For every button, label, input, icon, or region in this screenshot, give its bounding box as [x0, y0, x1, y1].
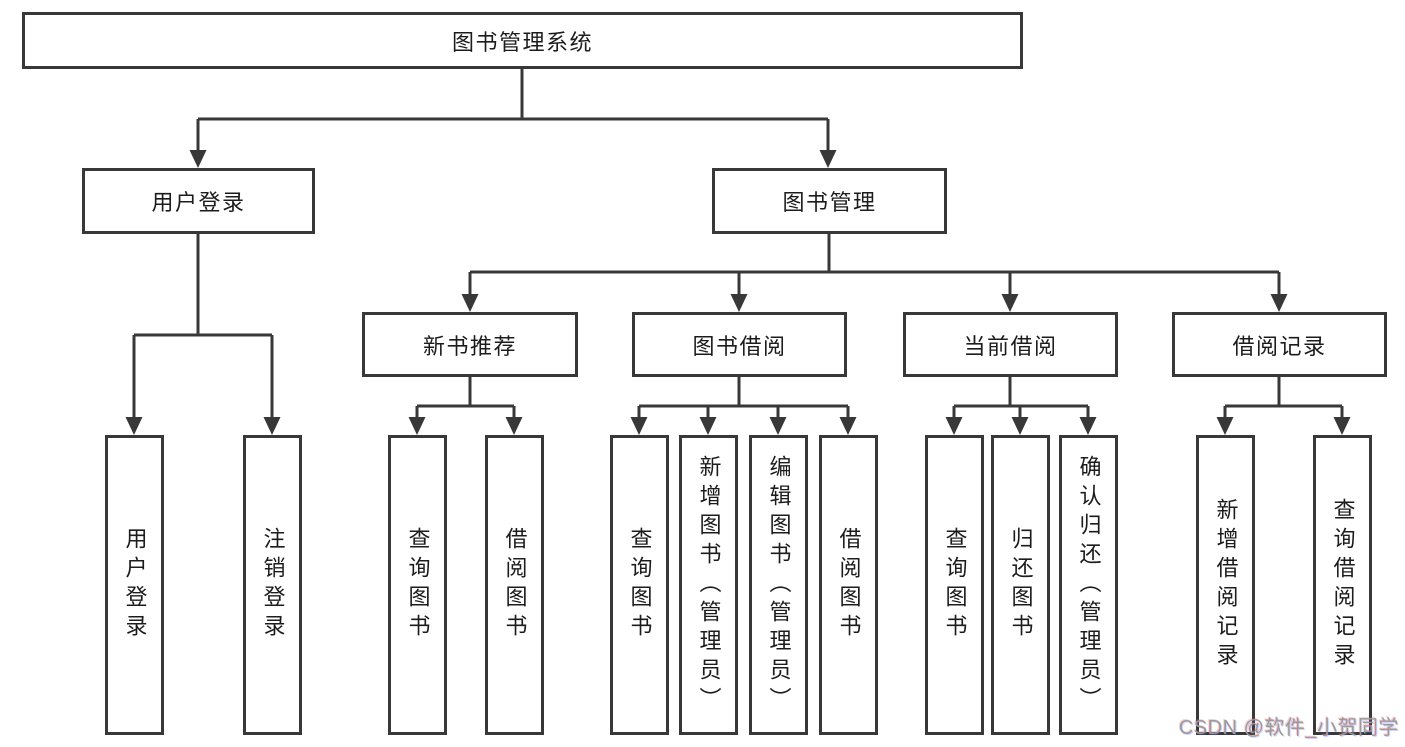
- leaf-user-login: 用户登录: [105, 435, 164, 735]
- leaf-add-book-admin: 新增图书（管理员）: [679, 435, 738, 735]
- leaf-logout: 注销登录: [243, 435, 302, 735]
- leaf-logout-label: 注销登录: [260, 527, 286, 643]
- node-current-borrow: 当前借阅: [903, 312, 1118, 377]
- connector-book-mgmt-to-sections: [468, 234, 1281, 296]
- leaf-query-books-current: 查询图书: [925, 435, 984, 735]
- leaf-query-borrow-record-label: 查询借阅记录: [1330, 498, 1356, 672]
- leaf-add-borrow-record-label: 新增借阅记录: [1213, 498, 1239, 672]
- node-new-book-recommend: 新书推荐: [362, 312, 578, 377]
- node-root-label: 图书管理系统: [451, 29, 593, 55]
- node-book-management: 图书管理: [712, 168, 947, 234]
- csdn-watermark: CSDN @软件_小贺同学: [1178, 717, 1399, 739]
- connector-root-to-level2: [196, 69, 830, 152]
- node-user-login: 用户登录: [82, 168, 315, 234]
- node-borrow-records: 借阅记录: [1172, 312, 1387, 377]
- leaf-confirm-return-admin-label: 确认归还（管理员）: [1076, 454, 1102, 716]
- node-book-borrow: 图书借阅: [632, 312, 847, 377]
- leaf-borrow-book-recommend-label: 借阅图书: [502, 527, 528, 643]
- connector-current-borrow-to-leaves: [952, 377, 1090, 419]
- leaf-query-books-current-label: 查询图书: [942, 527, 968, 643]
- node-new-book-recommend-label: 新书推荐: [422, 333, 517, 359]
- leaf-confirm-return-admin: 确认归还（管理员）: [1059, 435, 1118, 735]
- leaf-borrow-book: 借阅图书: [819, 435, 878, 735]
- node-root-library-system: 图书管理系统: [22, 12, 1023, 69]
- leaf-query-books-borrow-label: 查询图书: [627, 527, 653, 643]
- node-user-login-label: 用户登录: [151, 190, 246, 215]
- connector-book-borrow-to-leaves: [637, 377, 850, 419]
- leaf-borrow-book-recommend: 借阅图书: [485, 435, 544, 735]
- leaf-user-login-label: 用户登录: [122, 527, 148, 643]
- node-book-management-label: 图书管理: [782, 190, 877, 215]
- connector-borrow-records-to-leaves: [1223, 377, 1344, 419]
- leaf-borrow-book-label: 借阅图书: [836, 527, 862, 643]
- node-borrow-records-label: 借阅记录: [1232, 333, 1327, 359]
- leaf-return-book: 归还图书: [991, 435, 1050, 735]
- leaf-query-books-borrow: 查询图书: [610, 435, 669, 735]
- node-current-borrow-label: 当前借阅: [963, 333, 1058, 359]
- leaf-query-borrow-record: 查询借阅记录: [1313, 435, 1372, 735]
- leaf-query-books-recommend: 查询图书: [388, 435, 447, 735]
- leaf-add-book-admin-label: 新增图书（管理员）: [696, 454, 722, 716]
- node-book-borrow-label: 图书借阅: [692, 333, 787, 359]
- leaf-return-book-label: 归还图书: [1008, 527, 1034, 643]
- leaf-edit-book-admin-label: 编辑图书（管理员）: [766, 454, 792, 716]
- leaf-query-books-recommend-label: 查询图书: [405, 527, 431, 643]
- connector-user-login-to-leaves: [132, 234, 274, 419]
- leaf-add-borrow-record: 新增借阅记录: [1196, 435, 1255, 735]
- connector-new-book-recommend-to-leaves: [415, 377, 516, 419]
- leaf-edit-book-admin: 编辑图书（管理员）: [749, 435, 808, 735]
